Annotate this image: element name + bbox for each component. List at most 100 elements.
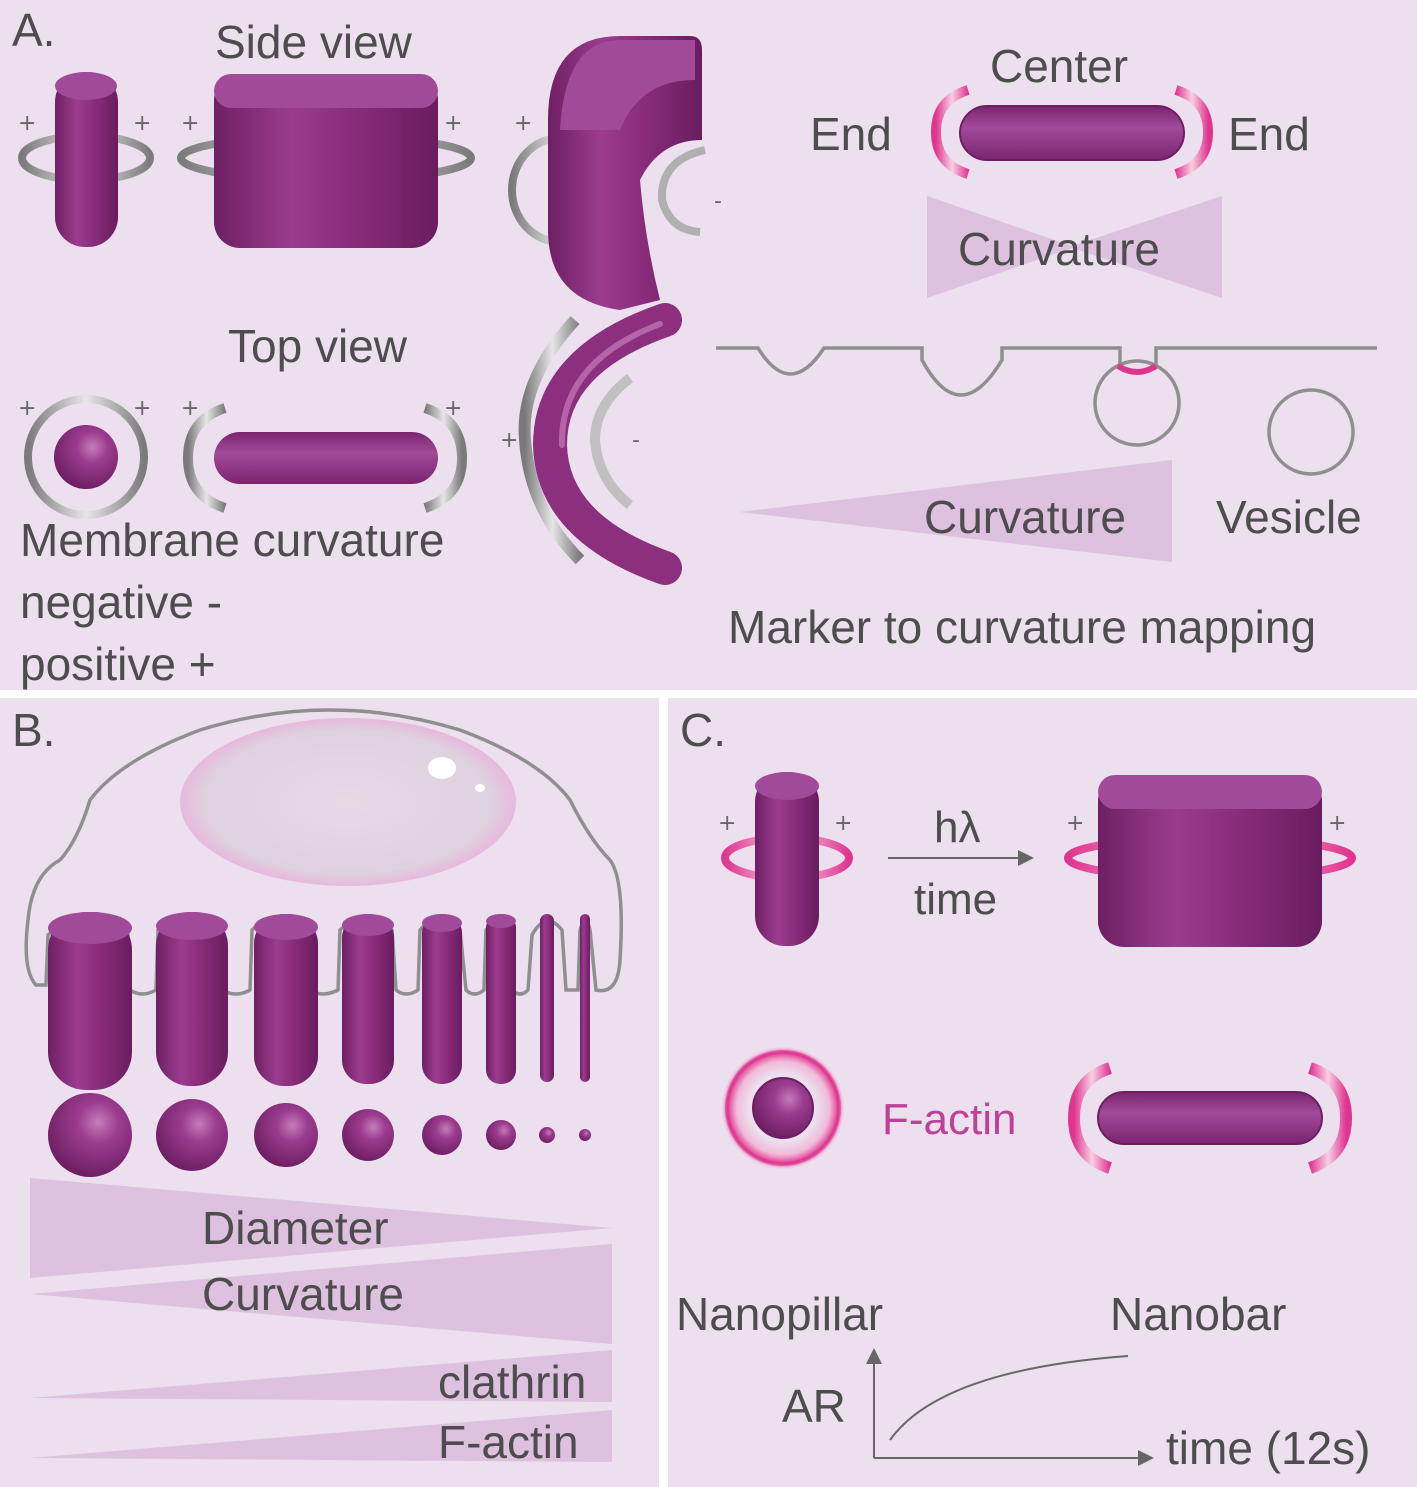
pillar-dot bbox=[48, 1093, 132, 1177]
pillar-top bbox=[422, 914, 462, 932]
vesicle-label: Vesicle bbox=[1216, 491, 1362, 543]
end-right-label: End bbox=[1228, 108, 1310, 160]
curvature-label-b: Curvature bbox=[202, 1268, 404, 1320]
pillar-dot bbox=[539, 1127, 555, 1143]
pillar-top-view-row bbox=[48, 1093, 591, 1177]
c-bar-top bbox=[1098, 775, 1322, 809]
side-pillar bbox=[55, 72, 118, 247]
plus-sign: + bbox=[718, 811, 736, 836]
side-arc-group: + - bbox=[508, 36, 722, 310]
factin-wedge-b bbox=[30, 1410, 612, 1462]
plus-sign: + bbox=[444, 396, 462, 421]
pillar bbox=[540, 914, 554, 1082]
top-arc-outer-ring bbox=[518, 315, 585, 565]
top-pillar-ring bbox=[24, 395, 148, 519]
top-arc-inner-ring bbox=[589, 374, 634, 509]
top-arc-highlight bbox=[558, 321, 663, 448]
free-vesicle bbox=[1267, 388, 1355, 476]
x-axis-arrow bbox=[1138, 1450, 1154, 1466]
nanobar-label: Nanobar bbox=[1110, 1288, 1286, 1340]
minus-sign: - bbox=[632, 428, 640, 453]
budding-neck-marker bbox=[1116, 363, 1158, 375]
side-arc-inner-ring bbox=[657, 146, 706, 236]
top-arc bbox=[532, 303, 682, 585]
marker-left-end bbox=[930, 85, 970, 179]
positive-label: positive + bbox=[20, 638, 216, 690]
side-arc-top bbox=[560, 40, 695, 130]
side-view-label: Side view bbox=[215, 16, 413, 68]
plus-sign: + bbox=[18, 111, 36, 136]
plus-sign: + bbox=[1066, 811, 1084, 836]
budding-vesicle bbox=[1093, 359, 1181, 447]
plus-sign: + bbox=[500, 428, 518, 453]
pillar-dot bbox=[486, 1120, 516, 1150]
time-label: time bbox=[914, 875, 997, 924]
pillar-row bbox=[48, 912, 590, 1090]
side-bar-top bbox=[214, 74, 438, 108]
plus-sign: + bbox=[181, 111, 199, 136]
side-pillar-top bbox=[55, 72, 117, 100]
c-pillar-top bbox=[755, 772, 819, 800]
pillar bbox=[342, 914, 394, 1084]
panel-c-letter: C. bbox=[680, 704, 726, 756]
pillar-dot bbox=[579, 1129, 591, 1141]
top-bar-ring-left bbox=[182, 403, 227, 513]
pillar bbox=[156, 912, 228, 1086]
plus-sign: + bbox=[444, 111, 462, 136]
plus-sign: + bbox=[514, 111, 532, 136]
pillar-top bbox=[156, 912, 228, 940]
ar-label: AR bbox=[782, 1380, 846, 1432]
factin-marker-right bbox=[1307, 1062, 1353, 1174]
factin-ring-pillar bbox=[725, 1050, 841, 1166]
plus-sign: + bbox=[133, 111, 151, 136]
plus-sign: + bbox=[18, 396, 36, 421]
c-pillar bbox=[755, 772, 819, 946]
plus-sign: + bbox=[133, 396, 151, 421]
side-bar bbox=[214, 74, 438, 248]
pillar bbox=[486, 914, 516, 1084]
factin-marker-left bbox=[1067, 1062, 1113, 1174]
pillar-dot bbox=[254, 1103, 318, 1167]
mapping-caption: Marker to curvature mapping bbox=[728, 601, 1316, 653]
pillar bbox=[48, 912, 132, 1090]
curvature-wedge-b bbox=[30, 1244, 612, 1344]
side-pillar-group: + + bbox=[18, 72, 154, 247]
top-pillar bbox=[54, 425, 118, 489]
membrane-curvature-label: Membrane curvature bbox=[20, 514, 444, 566]
ar-curve bbox=[889, 1355, 1129, 1441]
top-bar-ring-right bbox=[423, 403, 468, 513]
center-end-bar bbox=[959, 105, 1185, 161]
curvature-wedge-label: Curvature bbox=[924, 491, 1126, 543]
cell-membrane bbox=[24, 708, 623, 996]
top-view-label: Top view bbox=[228, 320, 408, 372]
side-bar-group: + + bbox=[177, 74, 475, 248]
nucleus-shine-small bbox=[475, 784, 485, 792]
hlambda-label: hλ bbox=[934, 803, 980, 852]
pillar-top bbox=[342, 914, 394, 936]
diameter-wedge bbox=[30, 1178, 612, 1278]
end-left-label: End bbox=[810, 108, 892, 160]
pillar-top bbox=[254, 914, 318, 940]
diameter-label: Diameter bbox=[202, 1202, 389, 1254]
pillar bbox=[580, 914, 590, 1082]
curvature-bowtie-label: Curvature bbox=[958, 223, 1160, 275]
c-pillar-dot bbox=[752, 1077, 814, 1139]
transform-arrow-head bbox=[1018, 850, 1034, 866]
curvature-bowtie bbox=[927, 196, 1222, 298]
pillar-top bbox=[486, 914, 516, 928]
c-bar-top-view bbox=[1097, 1091, 1323, 1145]
clathrin-wedge bbox=[30, 1350, 612, 1402]
curvature-wedge bbox=[740, 460, 1172, 562]
factin-label-c: F-actin bbox=[882, 1095, 1016, 1144]
factin-label-b: F-actin bbox=[438, 1416, 579, 1468]
marker-right-end bbox=[1174, 85, 1214, 179]
negative-label: negative - bbox=[20, 576, 222, 628]
c-bar bbox=[1098, 775, 1322, 947]
top-bar bbox=[214, 432, 438, 484]
center-label: Center bbox=[990, 40, 1128, 92]
nucleus bbox=[180, 718, 516, 886]
membrane-line bbox=[716, 346, 1377, 397]
pillar-dot bbox=[156, 1099, 228, 1171]
pillar bbox=[254, 914, 318, 1086]
